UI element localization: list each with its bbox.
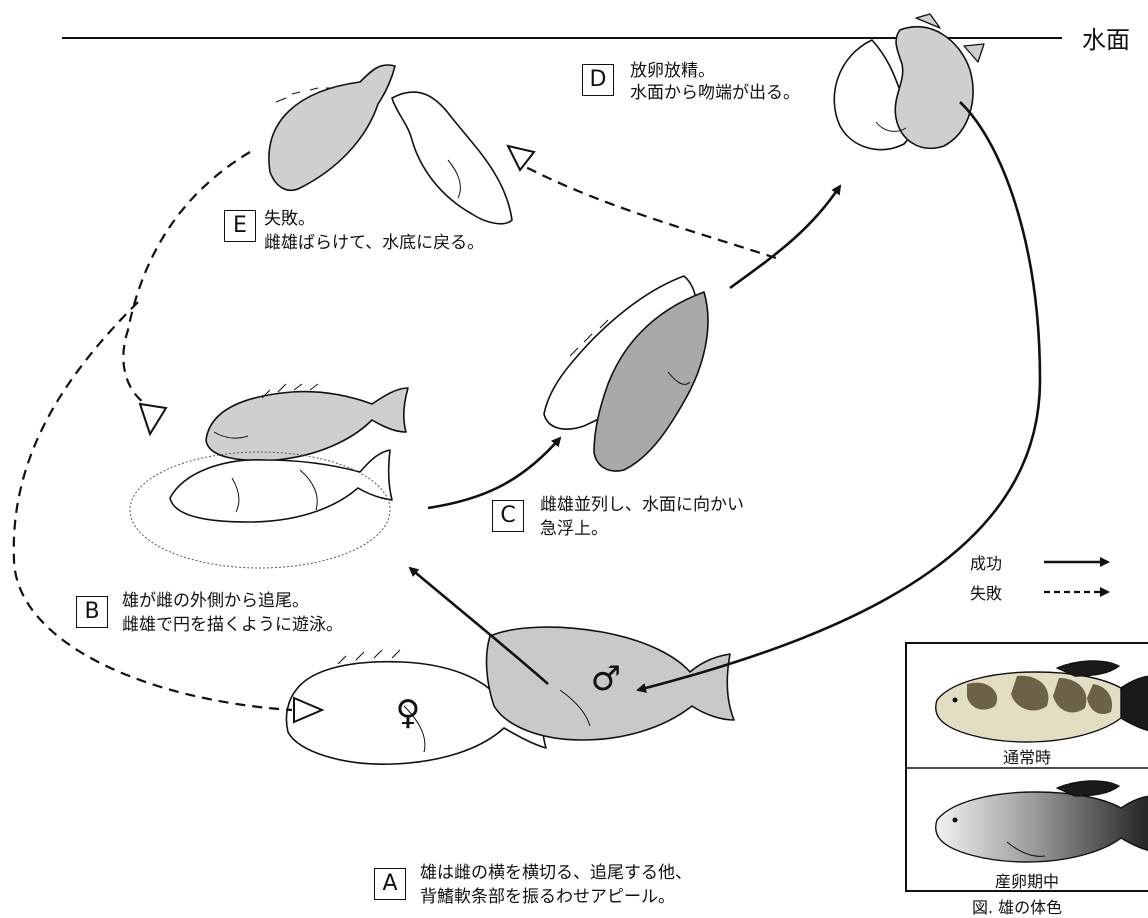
stage-a-fish bbox=[286, 627, 734, 764]
arrow-c-to-d bbox=[730, 186, 840, 288]
stage-e-male-fish bbox=[269, 65, 395, 190]
stage-a-line2: 背鰭軟条部を振るわせアピール。 bbox=[420, 886, 675, 908]
stage-b-female-fish bbox=[170, 450, 392, 522]
water-surface-label: 水面 bbox=[1082, 20, 1130, 55]
arrow-c-to-e bbox=[520, 164, 776, 258]
inset-spawning-label: 産卵期中 bbox=[995, 868, 1059, 892]
normal-coloration-fish bbox=[936, 661, 1148, 742]
inset-caption: 図. 雄の体色 bbox=[972, 894, 1062, 918]
stage-e-line1: 失敗。 bbox=[264, 208, 315, 230]
stage-b-line2: 雌雄で円を描くように遊泳。 bbox=[122, 614, 343, 636]
stage-d-line1: 放卵放精。 bbox=[630, 60, 715, 82]
inset-fish-drawings bbox=[907, 644, 1148, 892]
female-symbol: ♀ bbox=[396, 693, 421, 733]
stage-b-box: B bbox=[76, 596, 108, 628]
stage-b-line1: 雄が雌の外側から追尾。 bbox=[122, 590, 309, 612]
stage-c-fish bbox=[544, 276, 708, 471]
stage-a-box: A bbox=[374, 868, 406, 900]
arrow-c-to-e-head bbox=[508, 146, 534, 170]
stage-e-line2: 雌雄ばらけて、水底に戻る。 bbox=[264, 232, 484, 254]
stage-e-fish bbox=[269, 65, 512, 224]
stage-c-box: C bbox=[492, 500, 524, 532]
stage-d-box: D bbox=[582, 64, 614, 96]
arrow-e-to-b-head bbox=[140, 404, 166, 434]
stage-b-fish bbox=[130, 384, 408, 568]
inset-normal-label: 通常時 bbox=[1003, 744, 1051, 768]
stage-c-line1: 雌雄並列し、水面に向かい bbox=[540, 494, 744, 516]
stage-d-fish bbox=[834, 14, 984, 150]
stage-e-box: E bbox=[224, 210, 256, 242]
stage-d-male-fish bbox=[895, 27, 973, 149]
legend-failure-label: 失敗 bbox=[970, 580, 1002, 604]
spawning-coloration-fish bbox=[936, 781, 1148, 862]
stage-d-line2: 水面から吻端が出る。 bbox=[630, 82, 800, 104]
male-coloration-inset: 通常時 産卵期中 bbox=[905, 642, 1148, 892]
stage-e-female-fish bbox=[392, 92, 512, 224]
stage-c-line2: 急浮上。 bbox=[540, 518, 608, 540]
stage-b-male-fish bbox=[206, 388, 408, 460]
stage-a-line1: 雄は雌の横を横切る、追尾する他、 bbox=[420, 862, 692, 884]
male-symbol: ♂ bbox=[591, 659, 621, 699]
arrow-e-to-b bbox=[123, 152, 250, 406]
legend-success-label: 成功 bbox=[970, 550, 1002, 574]
